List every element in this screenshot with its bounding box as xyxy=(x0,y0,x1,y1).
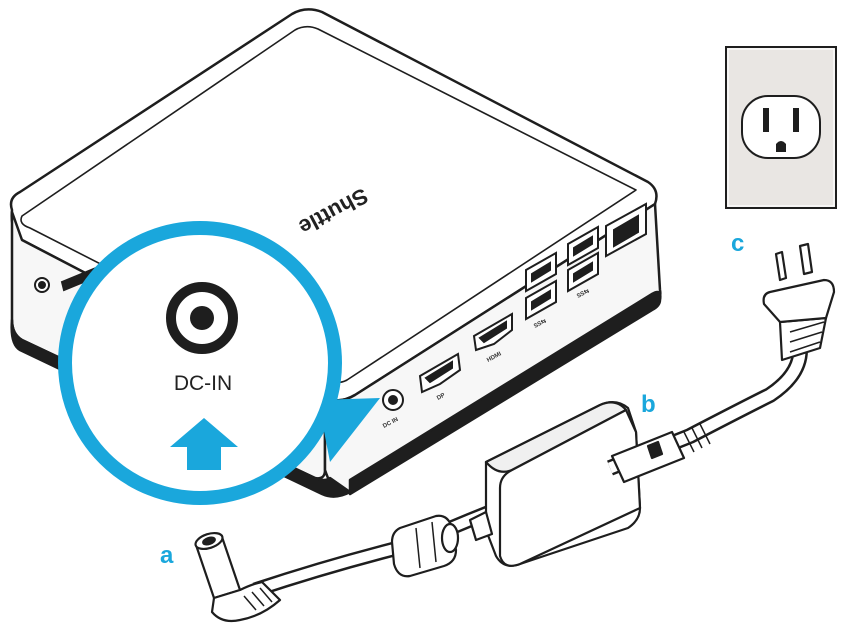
wall-outlet xyxy=(725,46,837,209)
callout-ring xyxy=(58,221,342,505)
insert-arrow-icon xyxy=(170,418,238,470)
mini-pc-bottom-trim xyxy=(10,318,352,498)
callout-letter-a: a xyxy=(160,542,174,569)
callout-pointer xyxy=(318,398,380,462)
port-label-dp: DP xyxy=(436,393,446,402)
rear-ports xyxy=(382,202,647,411)
dc-in-label: DC-IN xyxy=(174,372,232,395)
mini-pc-bottom-trim-right xyxy=(348,290,662,496)
ferrite-bead xyxy=(390,514,460,578)
callout-letter-b: b xyxy=(641,391,656,418)
adapter-brick xyxy=(468,401,642,567)
callout-letter-c: c xyxy=(731,230,744,257)
ac-plug xyxy=(762,242,836,362)
dc-in-zoom-callout: DC-IN xyxy=(58,221,380,505)
ac-cable xyxy=(607,349,808,484)
power-adapter xyxy=(194,242,836,623)
dc-plug xyxy=(194,531,282,623)
outlet-receptacle xyxy=(741,95,821,159)
